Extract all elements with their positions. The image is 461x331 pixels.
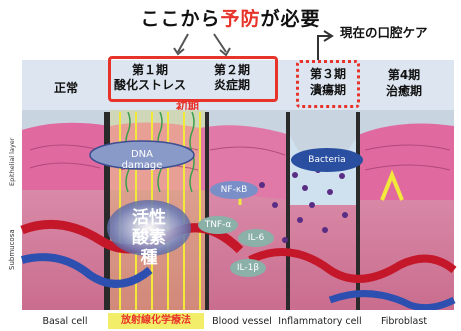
epithelial-layer-side: Epithelial layer <box>2 120 24 190</box>
stage2-title: 第２期 <box>213 63 250 77</box>
arrow-to-stage2-icon <box>213 33 231 57</box>
tnfa-label: TNF-α <box>204 220 232 230</box>
il1b-label: IL-1β <box>236 263 260 273</box>
dna-damage-label: DNA damage <box>121 149 163 171</box>
stage4-sub: 治癒期 <box>385 84 422 98</box>
il1b-bubble <box>230 259 266 277</box>
basal-cell-label: Basal cell <box>42 316 88 327</box>
submucosa-label: Submucosa <box>8 229 16 270</box>
stage1-sub: 酸化ストレス <box>113 78 186 92</box>
tnfa-bubble <box>198 216 238 234</box>
stage12-box <box>108 56 278 102</box>
stage2-sub: 炎症期 <box>213 78 250 92</box>
page-title: ここから予防が必要 <box>0 4 461 31</box>
ros-line2: 酸素種 <box>132 228 166 268</box>
nfkb-bubble <box>210 181 258 199</box>
bacteria-label: Bacteria <box>308 155 346 165</box>
stage3-box <box>296 60 360 108</box>
stage-normal: 正常 <box>53 81 78 95</box>
stage1-title: 第１期 <box>131 63 168 77</box>
ros-line1: 活性 <box>132 208 166 228</box>
submucosa-side: Submucosa <box>2 200 24 300</box>
current-care-arrow-icon <box>317 35 330 60</box>
healing-arrow-icon <box>380 169 404 201</box>
epithelial-layer-label: Epithelial layer <box>8 137 16 186</box>
title-arrows <box>173 30 334 60</box>
il6-bubble <box>238 229 274 247</box>
il6-label: IL-6 <box>247 233 265 243</box>
title-suffix: が必要 <box>260 8 321 30</box>
ros-label: 活性 酸素種 <box>126 208 172 268</box>
dna-damage-bubble <box>89 140 195 170</box>
inflammatory-cell-label: Inflammatory cell <box>278 316 362 327</box>
radiation-label: 放射線化学療法 <box>108 313 204 329</box>
title-highlight: 予防 <box>220 8 261 30</box>
bacteria-bubble <box>291 148 363 172</box>
blood-vessel-label: Blood vessel <box>212 316 272 327</box>
stage4-title: 第4期 <box>387 68 421 82</box>
title-prefix: ここから <box>140 8 221 30</box>
stage3-sub: 潰瘍期 <box>309 83 346 97</box>
fibroblast-label: Fibroblast <box>380 316 428 327</box>
epithelium-healing <box>358 123 454 200</box>
arrow-to-stage1-icon <box>173 33 189 56</box>
vessel-blue <box>20 253 153 288</box>
stage3-title: 第３期 <box>309 67 346 81</box>
epithelium-normal <box>22 122 110 190</box>
nfkb-label: NF-κB <box>220 185 248 195</box>
current-care-label: 現在の口腔ケア <box>340 25 428 40</box>
ros-bubble <box>107 200 191 256</box>
